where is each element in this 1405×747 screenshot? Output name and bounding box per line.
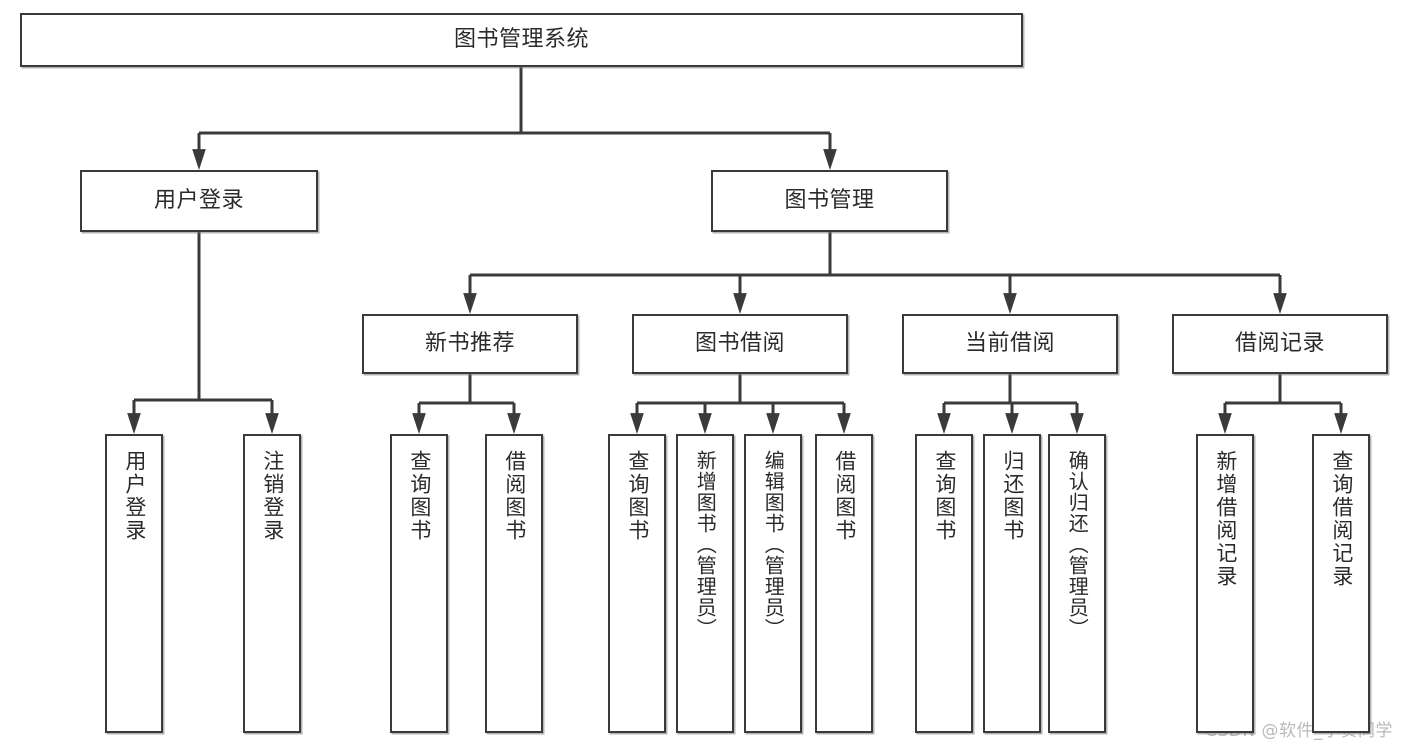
node-user-login-label: 用户登录 [153,187,244,213]
node-user-login[interactable]: 用户登录 [80,170,318,232]
node-leaf-query-record[interactable]: 查询借阅记录 [1312,434,1370,733]
node-leaf-add-record[interactable]: 新增借阅记录 [1196,434,1254,733]
node-leaf-confirm-return-label: 确认归还（管理员） [1065,450,1090,639]
node-leaf-query-book-2[interactable]: 查询图书 [608,434,666,733]
node-leaf-borrow-book-2-label: 借阅图书 [832,450,857,542]
node-book-manage[interactable]: 图书管理 [711,170,948,232]
node-leaf-user-login-label: 用户登录 [122,450,147,542]
node-leaf-add-book-label: 新增图书（管理员） [693,450,718,639]
node-current-borrow[interactable]: 当前借阅 [902,314,1118,374]
node-leaf-borrow-book-1-label: 借阅图书 [502,450,527,542]
node-current-borrow-label: 当前借阅 [964,330,1055,356]
node-root[interactable]: 图书管理系统 [20,13,1023,67]
node-leaf-user-login[interactable]: 用户登录 [105,434,163,733]
node-leaf-query-book-3[interactable]: 查询图书 [915,434,973,733]
node-borrow-record-label: 借阅记录 [1234,330,1325,356]
node-leaf-add-book[interactable]: 新增图书（管理员） [676,434,734,733]
node-leaf-query-book-2-label: 查询图书 [625,450,650,542]
node-leaf-edit-book[interactable]: 编辑图书（管理员） [744,434,802,733]
node-leaf-edit-book-label: 编辑图书（管理员） [761,450,786,639]
node-book-borrow-label: 图书借阅 [694,330,785,356]
node-leaf-return-book[interactable]: 归还图书 [983,434,1041,733]
node-leaf-add-record-label: 新增借阅记录 [1213,450,1238,588]
node-book-borrow[interactable]: 图书借阅 [632,314,848,374]
node-book-manage-label: 图书管理 [784,187,875,213]
node-new-book-recommend[interactable]: 新书推荐 [362,314,578,374]
node-leaf-query-book-1[interactable]: 查询图书 [390,434,448,733]
node-leaf-borrow-book-1[interactable]: 借阅图书 [485,434,543,733]
node-leaf-query-book-3-label: 查询图书 [932,450,957,542]
node-leaf-query-book-1-label: 查询图书 [407,450,432,542]
node-leaf-logout[interactable]: 注销登录 [243,434,301,733]
node-leaf-logout-label: 注销登录 [260,450,285,542]
node-leaf-borrow-book-2[interactable]: 借阅图书 [815,434,873,733]
node-leaf-confirm-return[interactable]: 确认归还（管理员） [1048,434,1106,733]
node-root-label: 图书管理系统 [453,26,589,52]
node-borrow-record[interactable]: 借阅记录 [1172,314,1388,374]
node-leaf-query-record-label: 查询借阅记录 [1329,450,1354,588]
node-leaf-return-book-label: 归还图书 [1000,450,1025,542]
node-new-book-recommend-label: 新书推荐 [424,330,515,356]
